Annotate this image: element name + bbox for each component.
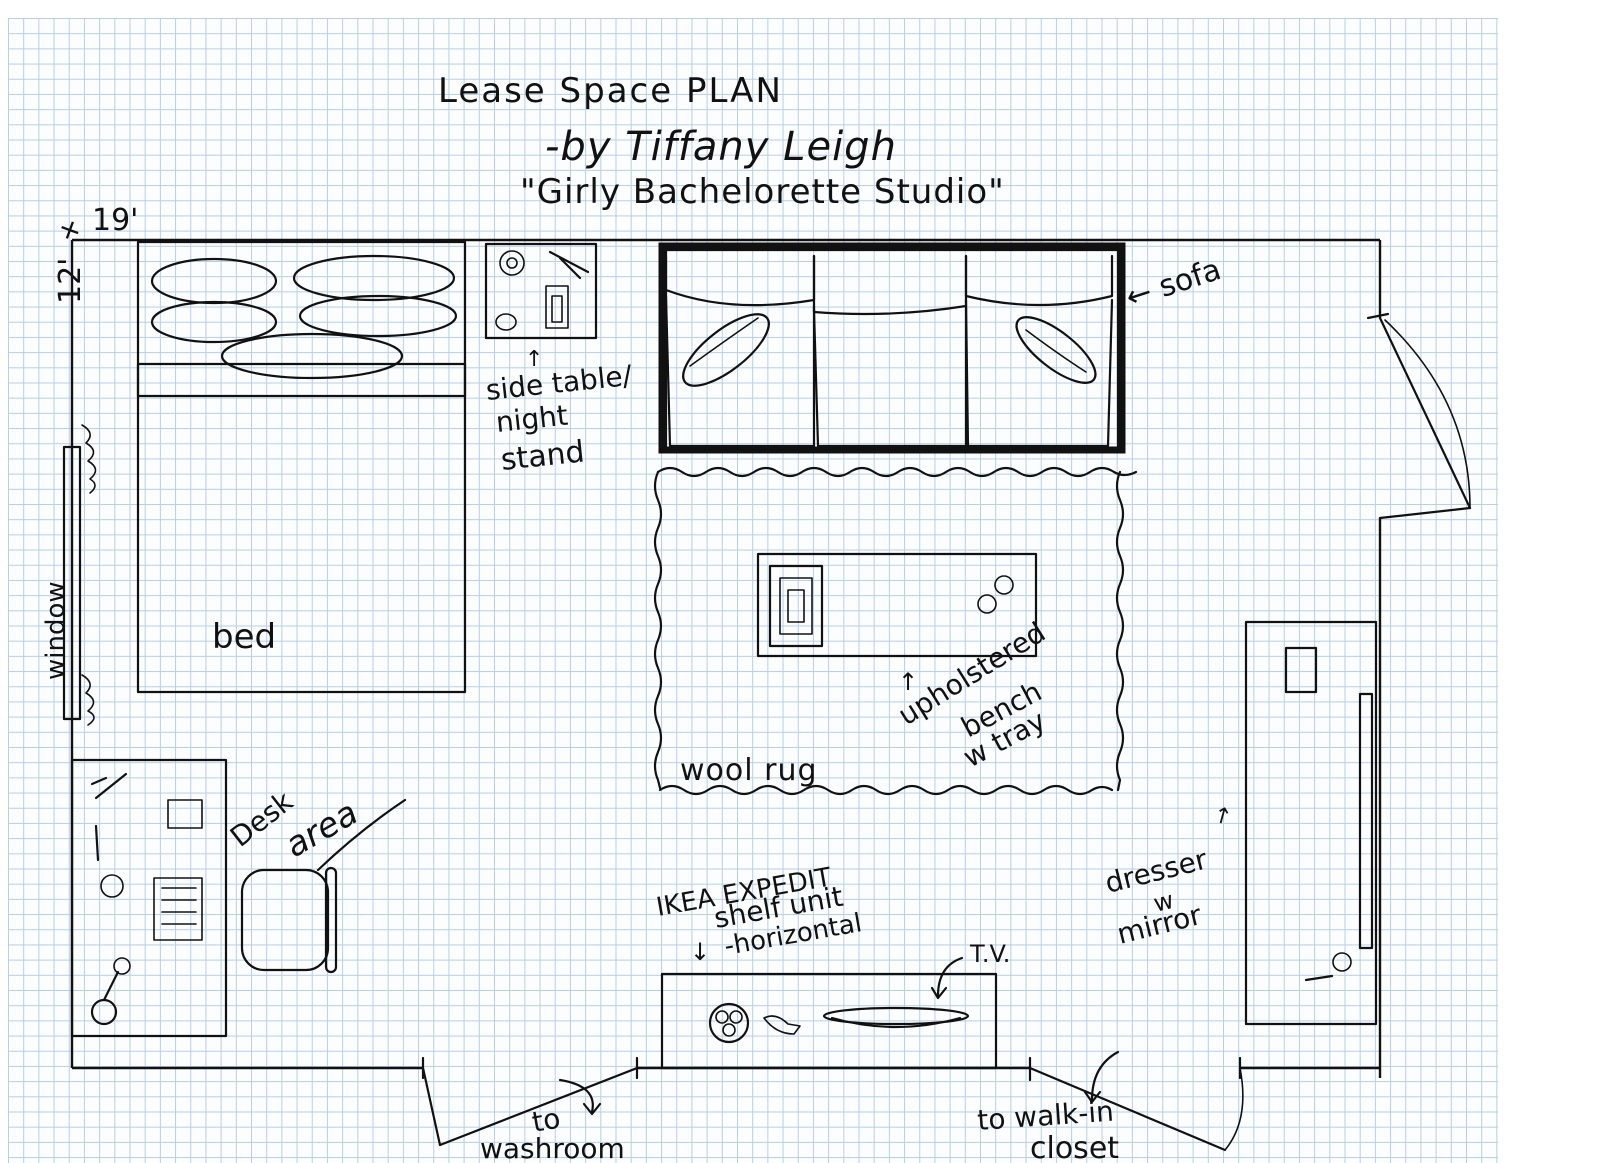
window-label: window	[41, 581, 71, 680]
dresser	[1244, 620, 1378, 1026]
washroom-label-1: to	[529, 1102, 562, 1139]
bed	[136, 240, 467, 694]
desk-underline	[316, 798, 407, 872]
bed-label: bed	[212, 617, 276, 657]
wool-rug-label: wool rug	[680, 753, 818, 788]
shelf-unit	[660, 972, 998, 1070]
tv	[822, 1006, 970, 1029]
plan-title: Lease Space PLAN	[438, 71, 783, 111]
bench-arrow: ↑	[898, 668, 918, 696]
plan-author: -by Tiffany Leigh	[545, 124, 897, 170]
washroom-door	[421, 1056, 639, 1147]
side-table-arrow: ↑	[525, 347, 543, 372]
tv-arrow	[930, 956, 964, 1000]
side-table-label-2: night	[494, 399, 569, 439]
wool-rug	[653, 466, 1138, 796]
entry-door	[1366, 312, 1472, 520]
washroom-label-2: washroom	[480, 1132, 625, 1163]
dimension-plus: +	[50, 213, 89, 246]
side-table-label-3: stand	[499, 434, 586, 478]
closet-label-2: closet	[1030, 1131, 1119, 1163]
plan-subtitle: "Girly Bachelorette Studio"	[520, 172, 1005, 212]
window	[62, 424, 97, 726]
dresser-arrow: ↗	[1209, 800, 1237, 831]
upholstered-bench	[756, 552, 1038, 658]
closet-door	[1028, 1056, 1244, 1152]
closet-arrow	[1083, 1050, 1120, 1104]
desk-chair	[240, 866, 338, 974]
tv-label: T.V.	[969, 940, 1010, 968]
desk	[70, 758, 228, 1038]
dimension-length: 19'	[92, 203, 138, 238]
dimension-width: 12'	[53, 258, 88, 304]
side-table	[484, 242, 598, 340]
graph-paper	[8, 18, 1498, 1163]
shelf-arrow: ↓	[690, 938, 710, 966]
washroom-arrow	[558, 1078, 602, 1116]
sofa	[658, 242, 1126, 454]
sofa-label: ← sofa	[1122, 252, 1226, 315]
